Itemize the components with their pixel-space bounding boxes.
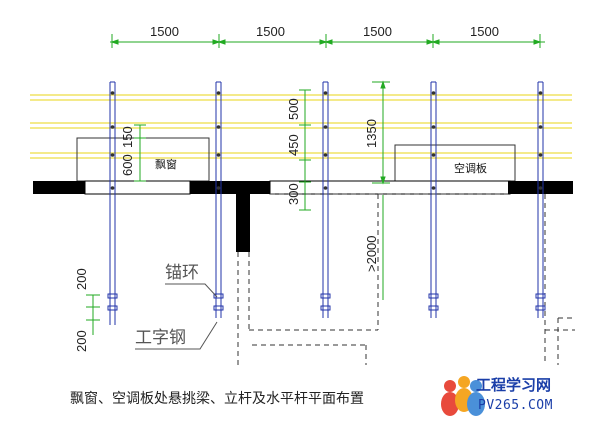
- top-dimension: [110, 34, 545, 48]
- dim-600: 600: [120, 154, 135, 176]
- left-vertical-dimension: [134, 124, 146, 182]
- top-span-3: 1500: [363, 24, 392, 39]
- mid-vertical-dimension: [299, 89, 311, 211]
- i-beam-label: 工字钢: [135, 328, 186, 348]
- dim-1350: 1350: [364, 119, 379, 148]
- dim-150: 150: [120, 126, 135, 148]
- bay-window-label: 飘窗: [155, 157, 177, 171]
- floor-slab: [33, 180, 573, 252]
- top-span-4: 1500: [470, 24, 499, 39]
- dim-over-2000: >2000: [364, 235, 379, 272]
- watermark-logo-icon: [441, 376, 485, 416]
- bottom-left-dimension: [86, 294, 100, 335]
- vertical-poles: [109, 81, 544, 325]
- ac-board-label: 空调板: [454, 161, 487, 175]
- top-span-1: 1500: [150, 24, 179, 39]
- dashed-outline: [237, 193, 575, 365]
- dim-200-lower: 200: [74, 330, 89, 352]
- watermark-url: PV265.COM: [478, 398, 553, 413]
- right-vertical-dimension: [372, 80, 390, 185]
- dim-500: 500: [286, 98, 301, 120]
- diagram-caption: 飘窗、空调板处悬挑梁、立杆及水平杆平面布置: [70, 391, 364, 407]
- anchor-ring-label: 锚环: [165, 263, 199, 283]
- top-span-2: 1500: [256, 24, 285, 39]
- watermark-title: 工程学习网: [476, 376, 552, 394]
- anchor-rings: [107, 293, 546, 311]
- dim-300: 300: [286, 183, 301, 205]
- bay-window-outline: [76, 137, 210, 182]
- anchor-ring-leader: [165, 283, 218, 298]
- dim-450: 450: [286, 134, 301, 156]
- pole-nodes: [110, 91, 543, 190]
- dim-200-upper: 200: [74, 268, 89, 290]
- horizontal-rails: [30, 94, 572, 159]
- wall-column: [236, 194, 250, 252]
- i-beam-leader: [135, 321, 218, 350]
